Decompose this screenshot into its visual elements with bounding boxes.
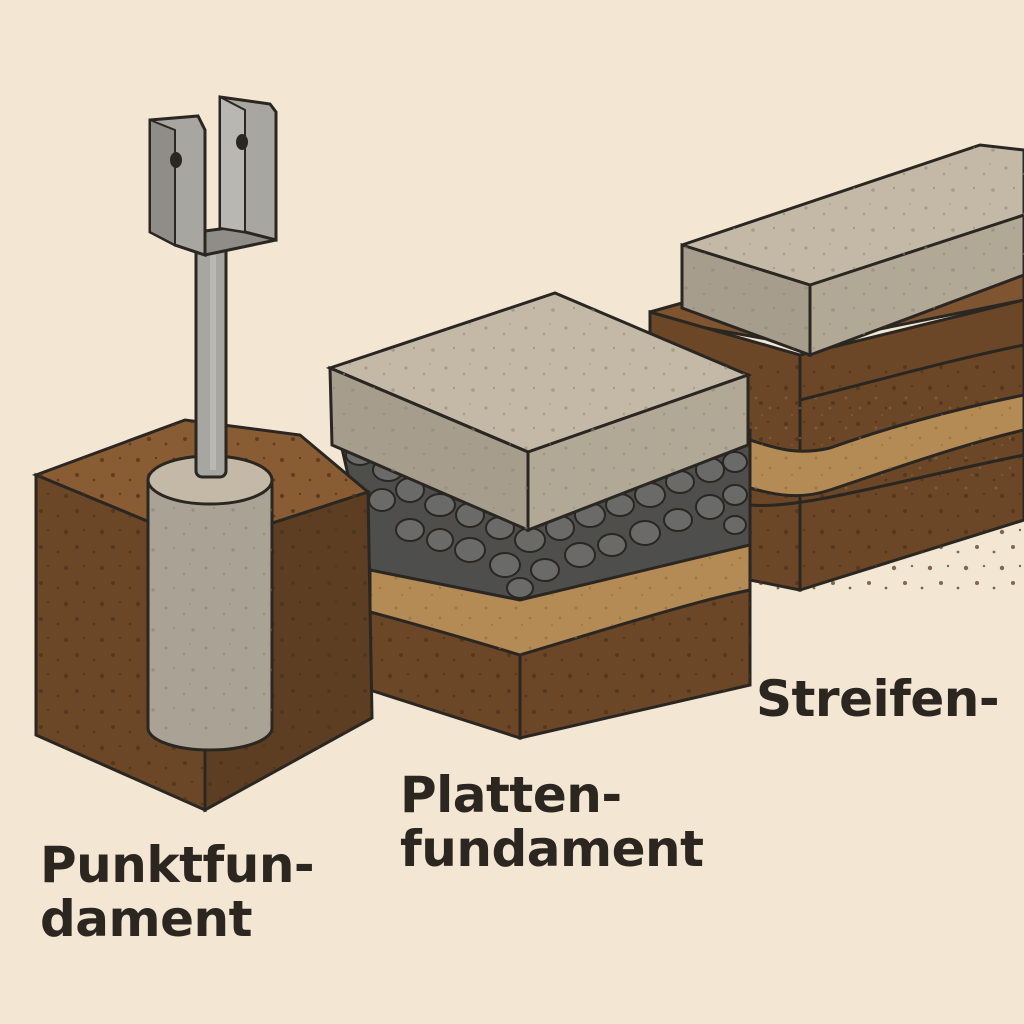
label-slab-foundation-line1: Platten- — [400, 766, 622, 824]
point-foundation — [31, 95, 374, 813]
slab-foundation — [325, 291, 753, 741]
u-bracket-post-anchor-icon — [148, 95, 278, 479]
label-point-foundation-line2: dament — [40, 890, 253, 948]
label-point-foundation-line1: Punktfun- — [40, 836, 315, 894]
label-point-foundation: Punktfun- dament — [40, 836, 315, 948]
concrete-pier — [146, 454, 274, 752]
label-strip-foundation: Streifen- — [756, 670, 1000, 728]
strip-foundation — [648, 143, 1024, 593]
label-strip-foundation-line1: Streifen- — [756, 670, 1000, 728]
label-slab-foundation: Platten- fundament — [400, 766, 704, 878]
label-slab-foundation-line2: fundament — [400, 820, 704, 878]
